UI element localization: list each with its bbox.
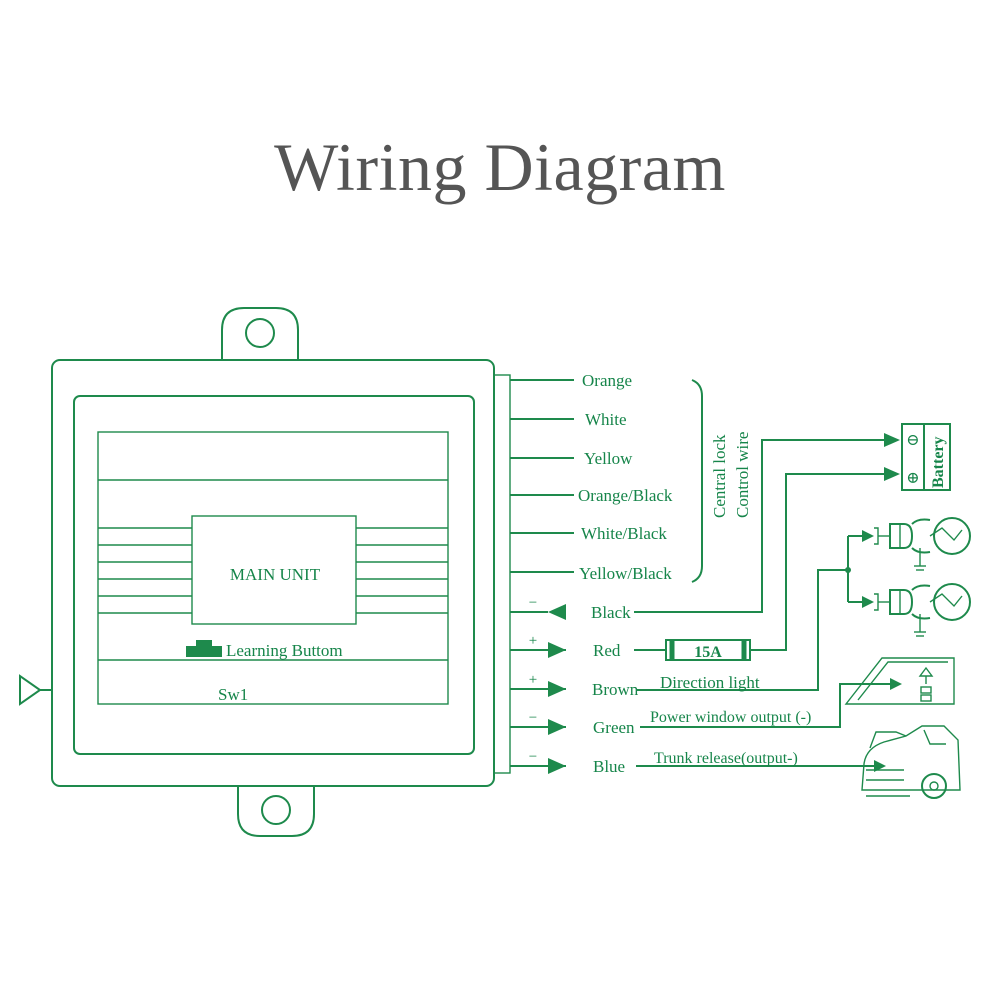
central-lock-wires — [510, 379, 574, 573]
direction-light-label: Direction light — [660, 673, 760, 692]
wire-label-yellow: Yellow — [584, 449, 633, 468]
output-wires — [510, 604, 566, 774]
battery-icon — [901, 423, 951, 491]
wire-sign: − — [529, 595, 537, 611]
central-lock-brace — [691, 379, 703, 583]
wire-label-orange-black: Orange/Black — [578, 486, 673, 505]
power-window-icon — [844, 657, 955, 705]
wire-sign: − — [529, 710, 537, 726]
mounting-ear-top — [221, 307, 299, 360]
battery-minus: ⊖ — [906, 432, 919, 449]
wire-label-yellow-black: Yellow/Black — [579, 564, 672, 583]
lamp-icon — [874, 583, 971, 637]
wire-label-black: Black — [591, 603, 631, 622]
wire-sign: + — [529, 672, 537, 688]
power-window-label: Power window output (-) — [650, 709, 811, 726]
lamp-icon — [874, 517, 971, 571]
mounting-ear-bottom — [237, 786, 315, 837]
learning-button-icon[interactable] — [186, 640, 222, 657]
battery-plus: ⊕ — [906, 470, 919, 487]
fuse-label: 15A — [694, 644, 722, 661]
battery-minus-arrow — [884, 433, 900, 447]
wire-connector — [493, 374, 511, 774]
wire-label-white-black: White/Black — [581, 524, 667, 543]
wire-label-brown: Brown — [592, 680, 639, 699]
wire-label-white: White — [585, 410, 627, 429]
main-unit-label: MAIN UNIT — [230, 565, 321, 584]
switch-label: Sw1 — [218, 685, 248, 704]
green-wire-route — [640, 683, 892, 728]
battery-plus-arrow — [884, 467, 900, 481]
unit-panel — [73, 395, 475, 755]
wire-sign: − — [529, 749, 537, 765]
trunk-release-label: Trunk release(output-) — [654, 750, 798, 767]
central-lock-label: Central lock — [710, 434, 729, 518]
car-trunk-icon — [861, 725, 961, 799]
page-title: Wiring Diagram — [274, 129, 726, 205]
wire-label-blue: Blue — [593, 757, 625, 776]
wire-label-green: Green — [593, 718, 635, 737]
antenna-icon — [19, 674, 52, 706]
circuit-board — [97, 431, 449, 705]
battery-label: Battery — [930, 436, 947, 488]
control-wire-label: Control wire — [733, 432, 752, 518]
red-wire-route-2 — [750, 473, 886, 651]
brown-wire-route — [636, 569, 848, 691]
wire-sign: + — [529, 633, 537, 649]
black-wire-route — [634, 439, 886, 613]
wire-label-orange: Orange — [582, 371, 632, 390]
learning-button-label: Learning Buttom — [226, 641, 343, 660]
wire-label-red: Red — [593, 641, 621, 660]
